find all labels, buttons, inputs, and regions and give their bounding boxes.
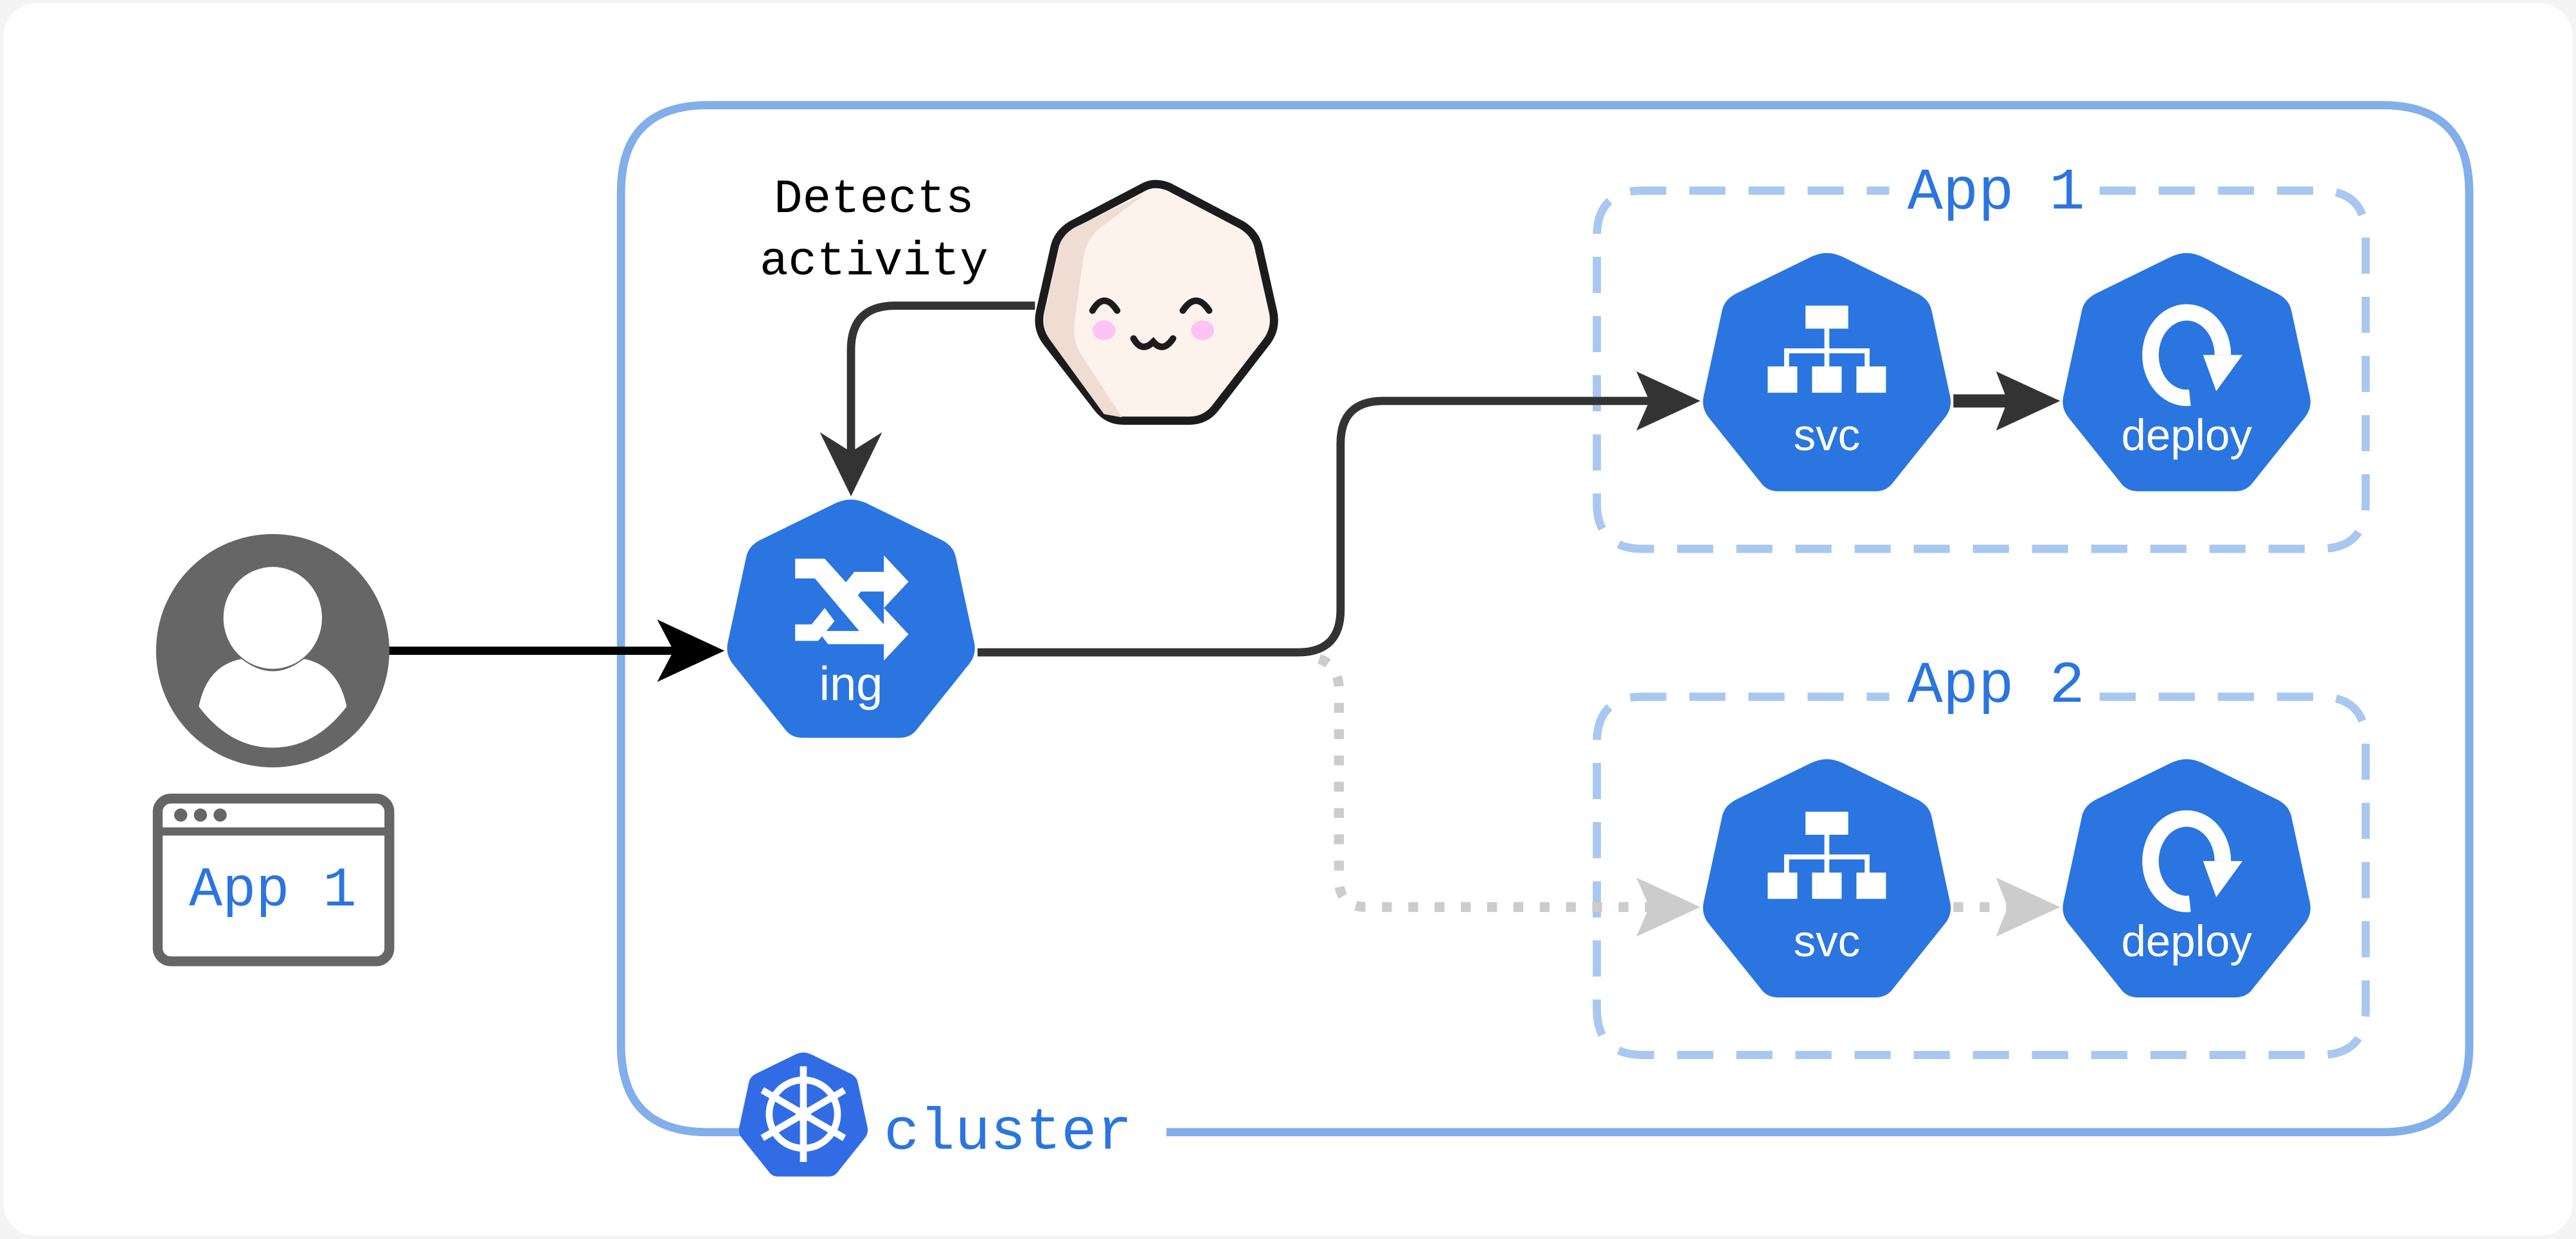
- edge-user-to-ingress: [388, 620, 725, 682]
- annotation: Detects activity: [760, 173, 988, 289]
- service-label: svc: [1794, 411, 1861, 460]
- annotation-line-1: Detects: [774, 173, 974, 227]
- app-group-title: App 1: [1908, 159, 2085, 227]
- smiling-mascot-icon[interactable]: [1035, 179, 1278, 425]
- cluster-label: cluster: [884, 1099, 1132, 1166]
- annotation-line-2: activity: [760, 235, 988, 289]
- app1-deployment-node[interactable]: deploy: [2062, 253, 2311, 492]
- app-group-title: App 2: [1908, 652, 2085, 720]
- user-node[interactable]: App 1: [152, 534, 395, 967]
- service-label: svc: [1794, 916, 1861, 966]
- edge-mascot-to-ingress: [819, 301, 1035, 497]
- cluster-label-group: cluster: [738, 1052, 1132, 1177]
- app2-service-node[interactable]: svc: [1703, 759, 1951, 998]
- browser-app-label: App 1: [189, 860, 357, 923]
- edge-app2-svc-to-deploy: [1953, 877, 2061, 937]
- edge-ingress-to-app1-svc: [977, 371, 1701, 657]
- browser-window-icon: App 1: [152, 794, 395, 967]
- ingress-node[interactable]: ing: [727, 499, 975, 738]
- app1-service-node[interactable]: svc: [1703, 253, 1951, 492]
- network-tree-icon: [1767, 305, 1886, 393]
- network-tree-icon: [1767, 812, 1886, 899]
- app2-deployment-node[interactable]: deploy: [2062, 759, 2311, 998]
- kubernetes-helm-icon: [738, 1052, 868, 1177]
- user-avatar-icon: [156, 534, 389, 768]
- shuffle-arrows-icon: [795, 555, 909, 661]
- cluster-boundary: [616, 101, 2474, 1137]
- deployment-label: deploy: [2122, 916, 2253, 966]
- edge-ingress-to-app2-svc: [1317, 654, 1701, 937]
- app-group-2: App 2: [1593, 652, 2370, 1060]
- deployment-label: deploy: [2122, 411, 2253, 460]
- rotate-arrow-icon: [2142, 810, 2243, 913]
- edge-app1-svc-to-deploy: [1953, 371, 2061, 431]
- rotate-arrow-icon: [2142, 304, 2243, 406]
- app-group-1: App 1: [1593, 159, 2370, 553]
- ingress-label: ing: [819, 657, 883, 710]
